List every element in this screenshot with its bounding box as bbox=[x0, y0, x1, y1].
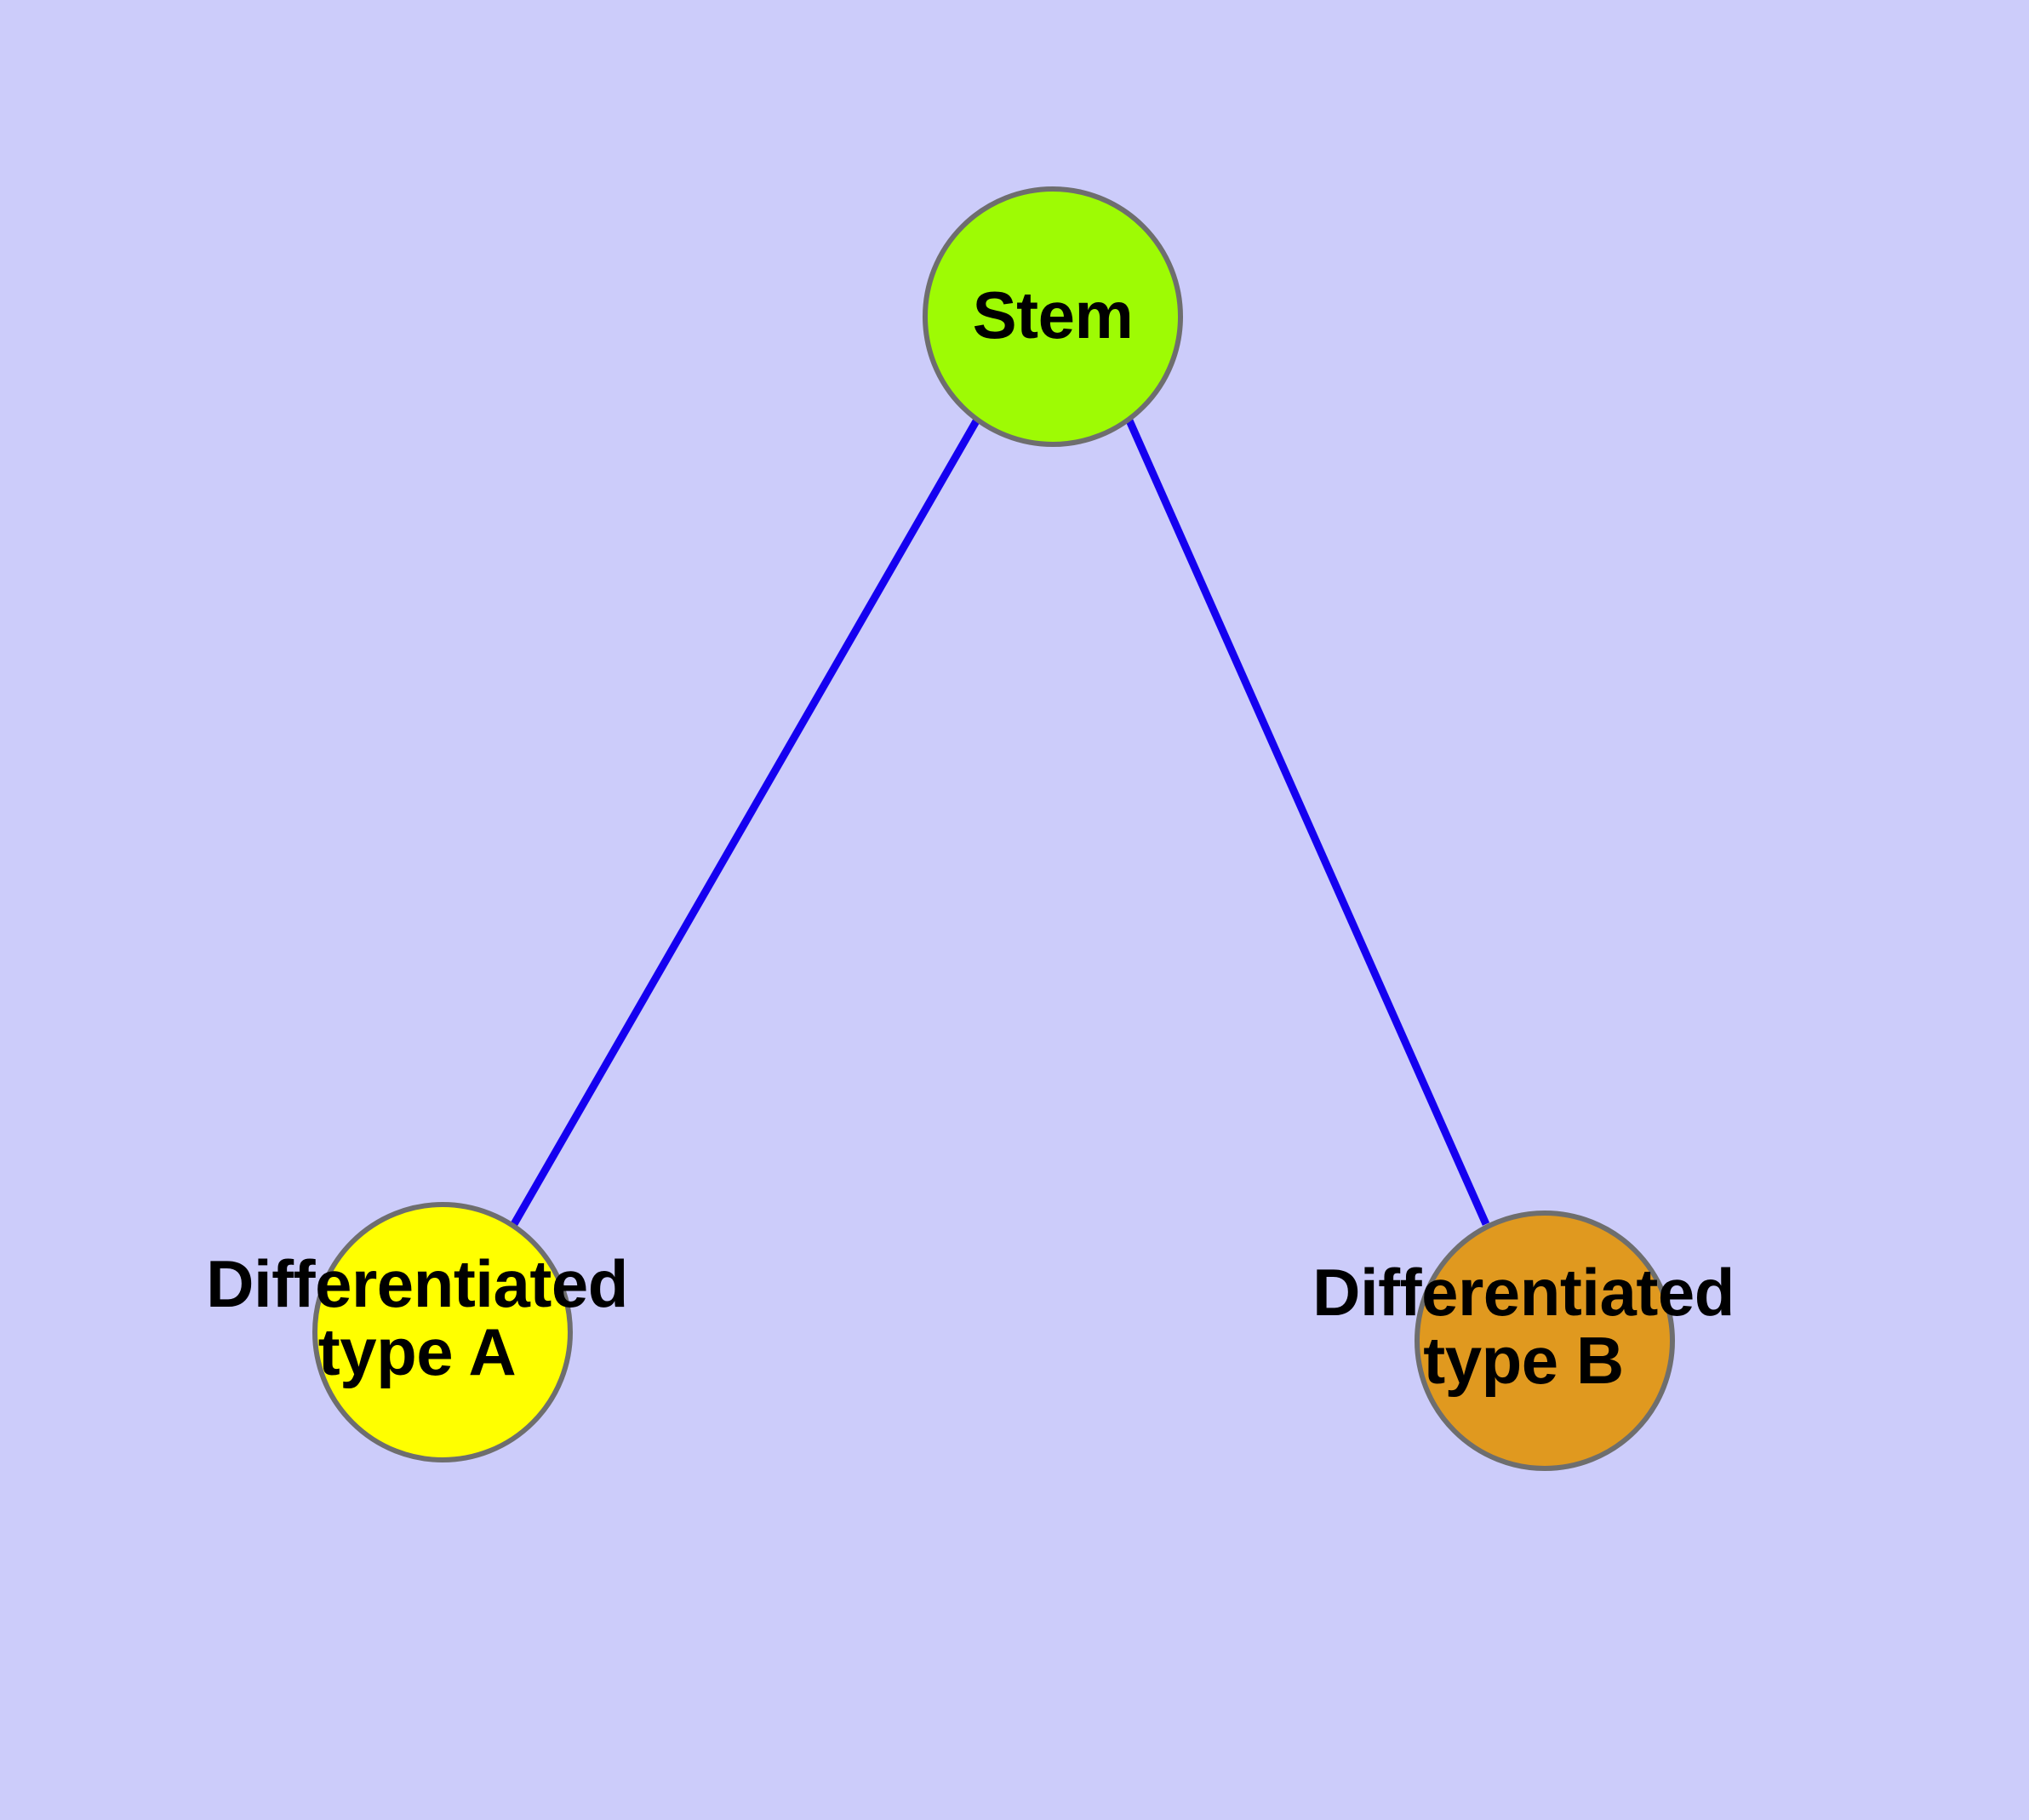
edge-stem-to-differentiated-type-b[interactable] bbox=[1125, 419, 1490, 1226]
node-circle-stem[interactable] bbox=[923, 186, 1183, 447]
node-layer bbox=[312, 186, 1675, 1471]
edge-stem-to-differentiated-type-a[interactable] bbox=[511, 417, 980, 1227]
node-circle-differentiated-type-a[interactable] bbox=[312, 1202, 573, 1462]
node-circle-differentiated-type-b[interactable] bbox=[1415, 1210, 1675, 1471]
edge-layer bbox=[511, 417, 1490, 1227]
